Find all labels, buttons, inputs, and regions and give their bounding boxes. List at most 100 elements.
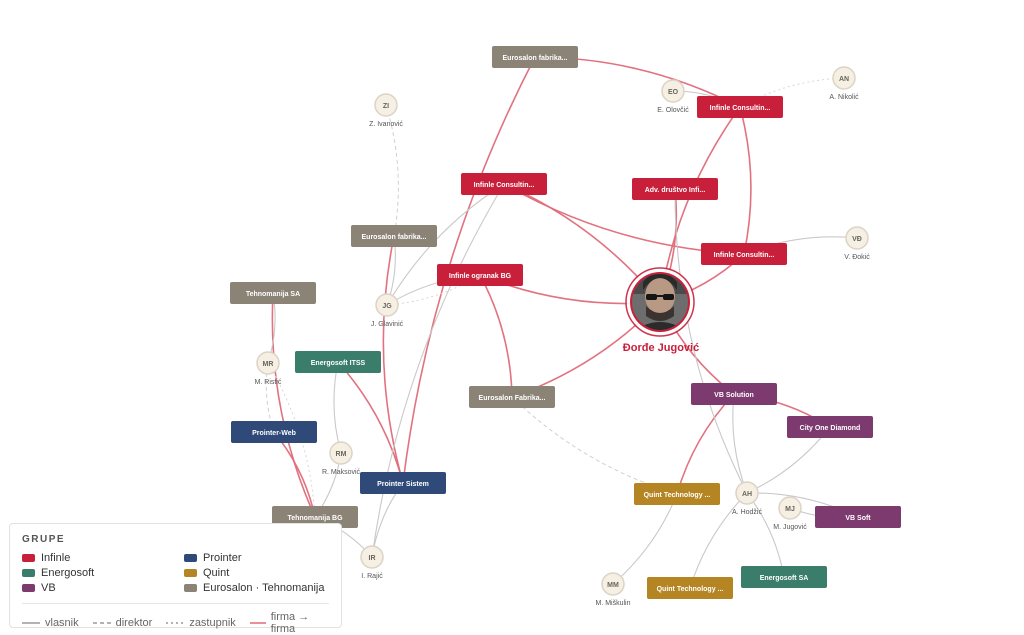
person-circle: [256, 351, 280, 375]
person-initials: EO: [668, 89, 679, 96]
company-box: [647, 577, 733, 599]
person-initials: RM: [336, 451, 347, 458]
company-node[interactable]: Quint Technology ...: [634, 483, 720, 505]
company-label: Eurosalon fabrika...: [362, 234, 427, 241]
legend-edge-label: zastupnik: [189, 617, 236, 629]
person-circle: [661, 79, 685, 103]
company-label: VB Soft: [845, 515, 871, 522]
company-label: Prointer-Web: [252, 430, 296, 437]
person-node[interactable]: IR I. Rajić: [360, 545, 384, 580]
company-node[interactable]: Adv. društvo Infi...: [632, 178, 718, 200]
company-node[interactable]: Eurosalon fabrika...: [492, 46, 578, 68]
company-node[interactable]: Prointer Sistem: [360, 472, 446, 494]
company-box: [741, 566, 827, 588]
company-label: Infinle Consultin...: [710, 105, 771, 112]
legend-group-item: VB: [22, 581, 184, 595]
center-node[interactable]: Đorđe Jugović: [623, 267, 699, 354]
person-node[interactable]: MRM. Ristić: [255, 351, 282, 386]
company-node[interactable]: Infinle ogranak BG: [437, 264, 523, 286]
person-initials: AH: [742, 491, 752, 498]
company-box: [632, 178, 718, 200]
person-circle: [601, 572, 625, 596]
company-node[interactable]: Eurosalon Fabrika...: [469, 386, 555, 408]
person-initials: IR: [369, 555, 376, 562]
legend-title: GRUPE: [22, 534, 66, 545]
person-node[interactable]: VĐ V. Đokić: [844, 226, 870, 261]
company-box: [469, 386, 555, 408]
person-name: I. Rajić: [361, 573, 383, 580]
company-label: Prointer Sistem: [377, 481, 429, 488]
company-node[interactable]: Prointer-Web: [231, 421, 317, 443]
company-node[interactable]: Tehnomanija BG: [272, 506, 358, 528]
person-circle: [360, 545, 384, 569]
legend-group-label: Energosoft: [41, 567, 95, 579]
edge-firma: [739, 106, 752, 255]
person-name: M. Ristić: [255, 379, 282, 386]
person-name: R. Maksović: [322, 469, 361, 476]
edge-vlasnik: [689, 492, 748, 589]
company-box: [691, 383, 777, 405]
company-box: [815, 506, 901, 528]
company-node[interactable]: Energosoft ITSS: [295, 351, 381, 373]
company-box: [461, 173, 547, 195]
company-label: Eurosalon Fabrika...: [479, 395, 546, 402]
person-node[interactable]: JGJ. Glavinić: [371, 293, 404, 328]
person-node[interactable]: AH A. Hodžić: [732, 481, 762, 516]
person-initials: MJ: [785, 506, 795, 513]
person-photo-avatar-icon: [632, 274, 688, 330]
person-circle: [329, 441, 353, 465]
person-name: Z. Ivanović: [369, 121, 403, 128]
legend-swatch: [184, 584, 197, 592]
person-circle: [735, 481, 759, 505]
company-node[interactable]: Infinle Consultin...: [697, 96, 783, 118]
edge-direktor: [511, 396, 678, 495]
person-node[interactable]: RM R. Maksović: [322, 441, 361, 476]
company-node[interactable]: VB Soft: [815, 506, 901, 528]
legend-group-item: Infinle: [22, 551, 184, 565]
person-name: J. Glavinić: [371, 321, 404, 328]
legend-edge-item: zastupnik: [166, 617, 236, 629]
person-initials: VĐ: [852, 236, 862, 243]
person-name: A. Nikolić: [829, 94, 859, 101]
person-node[interactable]: MJM. Jugović: [773, 496, 807, 531]
company-label: Infinle Consultin...: [714, 252, 775, 259]
person-initials: MM: [607, 582, 619, 589]
legend-line-icon: [92, 622, 111, 624]
company-box: [697, 96, 783, 118]
person-name: A. Hodžić: [732, 509, 762, 516]
company-node[interactable]: Energosoft SA: [741, 566, 827, 588]
company-box: [492, 46, 578, 68]
company-node[interactable]: VB Solution: [691, 383, 777, 405]
company-node[interactable]: City One Diamond: [787, 416, 873, 438]
company-node[interactable]: Tehnomanija SA: [230, 282, 316, 304]
legend-edge-item: direktor: [92, 617, 152, 629]
person-name: M. Miškulin: [595, 600, 630, 607]
legend-divider: [22, 603, 329, 604]
person-node[interactable]: ANA. Nikolić: [829, 66, 859, 101]
company-node[interactable]: Infinle Consultin...: [461, 173, 547, 195]
person-initials: ZI: [383, 103, 389, 110]
companies-layer: Eurosalon fabrika... Infinle Consultin...…: [230, 46, 901, 599]
person-circle: [374, 93, 398, 117]
edge-vlasnik: [674, 188, 748, 494]
company-node[interactable]: Quint Technology ...: [647, 577, 733, 599]
person-node[interactable]: EOE. Olovčić: [657, 79, 689, 114]
legend-group-label: Eurosalon · Tehnomanija: [203, 582, 325, 594]
company-node[interactable]: Eurosalon fabrika...: [351, 225, 437, 247]
legend-line-icon: [22, 622, 40, 624]
person-node[interactable]: MM M. Miškulin: [595, 572, 631, 607]
company-box: [295, 351, 381, 373]
person-name: V. Đokić: [844, 254, 870, 261]
company-label: Energosoft SA: [760, 575, 809, 582]
legend-group-item: Energosoft: [22, 566, 184, 580]
legend-swatch: [22, 554, 35, 562]
company-label: Quint Technology ...: [657, 586, 724, 593]
person-node[interactable]: ZI Z. Ivanović: [369, 93, 403, 128]
legend-edge-item: firma → firma: [249, 611, 329, 635]
company-node[interactable]: Infinle Consultin...: [701, 243, 787, 265]
legend-group-label: Prointer: [203, 552, 242, 564]
